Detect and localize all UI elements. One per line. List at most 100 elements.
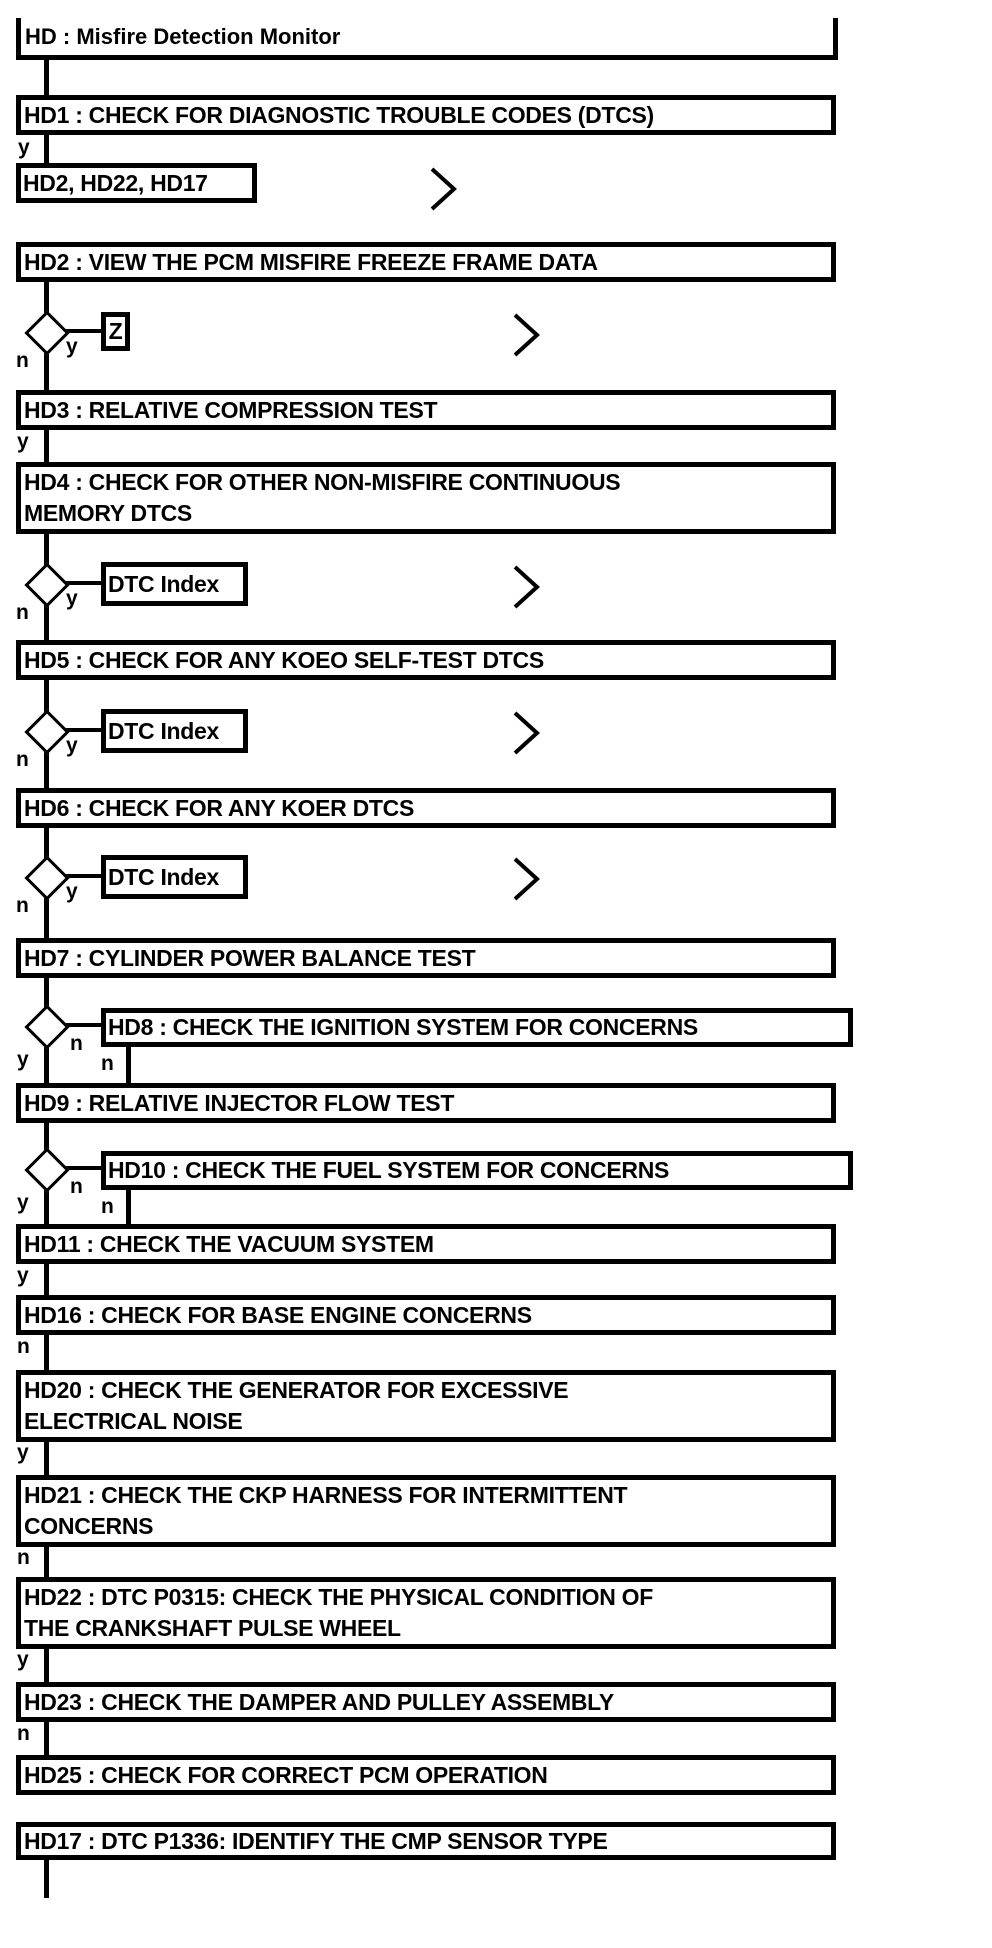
decision-diamond (24, 1147, 70, 1193)
yes-label: y (17, 1441, 29, 1464)
branch-line (60, 581, 104, 585)
yes-label: y (17, 1048, 29, 1071)
no-label: n (101, 1195, 114, 1218)
dtc-index-label: DTC Index (108, 570, 220, 597)
connector-line (44, 890, 49, 938)
no-label: n (101, 1052, 114, 1075)
branch-line (60, 728, 104, 732)
step-hd20-label: HD20 : CHECK THE GENERATOR FOR EXCESSIVE… (24, 1377, 569, 1434)
no-label: n (16, 349, 29, 372)
step-hd3-box[interactable]: HD3 : RELATIVE COMPRESSION TEST (16, 390, 836, 430)
decision-diamond (24, 310, 70, 356)
yes-label: y (17, 1264, 29, 1287)
branch-line (60, 1023, 104, 1027)
step-hd16-label: HD16 : CHECK FOR BASE ENGINE CONCERNS (24, 1301, 532, 1328)
connector-line (44, 976, 49, 1013)
connector-line (126, 1188, 131, 1224)
connector-line (44, 428, 49, 462)
connector-line (44, 1720, 49, 1755)
step-hd16-box[interactable]: HD16 : CHECK FOR BASE ENGINE CONCERNS (16, 1295, 836, 1335)
connector-line (44, 744, 49, 788)
connector-line (44, 1858, 49, 1898)
yes-label: y (66, 335, 78, 358)
dtc-index-link-box[interactable]: DTC Index (101, 709, 248, 753)
yes-label: y (18, 136, 30, 159)
step-hd17-label: HD17 : DTC P1336: IDENTIFY THE CMP SENSO… (24, 1827, 608, 1854)
step-hd5-box[interactable]: HD5 : CHECK FOR ANY KOEO SELF-TEST DTCS (16, 640, 836, 680)
step-hd25-label: HD25 : CHECK FOR CORRECT PCM OPERATION (24, 1761, 548, 1788)
step-hd11-box[interactable]: HD11 : CHECK THE VACUUM SYSTEM (16, 1224, 836, 1264)
step-hd2-box[interactable]: HD2 : VIEW THE PCM MISFIRE FREEZE FRAME … (16, 242, 836, 282)
no-label: n (17, 1546, 30, 1569)
connector-line (44, 345, 49, 390)
step-hd6-box[interactable]: HD6 : CHECK FOR ANY KOER DTCS (16, 788, 836, 828)
branch-line (60, 874, 104, 878)
chevron-expand-icon[interactable] (512, 564, 540, 610)
flowchart-title: HD : Misfire Detection Monitor (16, 18, 838, 60)
chevron-expand-icon[interactable] (512, 856, 540, 902)
connector-line (44, 1262, 49, 1295)
decision-diamond (24, 562, 70, 608)
dtc-index-link-box[interactable]: DTC Index (101, 562, 248, 606)
step-hd3-label: HD3 : RELATIVE COMPRESSION TEST (24, 396, 438, 423)
step-hd5-label: HD5 : CHECK FOR ANY KOEO SELF-TEST DTCS (24, 646, 544, 673)
chevron-expand-icon[interactable] (512, 710, 540, 756)
step-hd9-box[interactable]: HD9 : RELATIVE INJECTOR FLOW TEST (16, 1083, 836, 1123)
jump-links-box[interactable]: HD2, HD22, HD17 (16, 163, 257, 203)
chevron-expand-icon[interactable] (429, 166, 457, 212)
step-hd17-box[interactable]: HD17 : DTC P1336: IDENTIFY THE CMP SENSO… (16, 1822, 836, 1860)
step-hd23-box[interactable]: HD23 : CHECK THE DAMPER AND PULLEY ASSEM… (16, 1682, 836, 1722)
connector-line (44, 1441, 49, 1475)
connector-line (44, 1121, 49, 1156)
step-hd4-label: HD4 : CHECK FOR OTHER NON-MISFIRE CONTIN… (24, 469, 621, 526)
step-hd21-label: HD21 : CHECK THE CKP HARNESS FOR INTERMI… (24, 1482, 628, 1539)
step-hd2-label: HD2 : VIEW THE PCM MISFIRE FREEZE FRAME … (24, 248, 598, 275)
no-label: n (16, 601, 29, 624)
connector-line (44, 133, 49, 163)
step-hd7-box[interactable]: HD7 : CYLINDER POWER BALANCE TEST (16, 938, 836, 978)
yes-label: y (17, 1648, 29, 1671)
connector-line (44, 1648, 49, 1682)
step-hd11-label: HD11 : CHECK THE VACUUM SYSTEM (24, 1230, 434, 1257)
connector-line (44, 60, 49, 95)
connector-line (44, 678, 49, 718)
connector-line (126, 1044, 131, 1083)
step-hd20-box[interactable]: HD20 : CHECK THE GENERATOR FOR EXCESSIVE… (16, 1370, 836, 1442)
step-hd6-label: HD6 : CHECK FOR ANY KOER DTCS (24, 794, 414, 821)
no-label: n (17, 1335, 30, 1358)
zoom-link-label: Z (108, 318, 123, 344)
yes-label: y (66, 587, 78, 610)
branch-line (60, 1166, 104, 1170)
decision-diamond (24, 1004, 70, 1050)
step-hd4-box[interactable]: HD4 : CHECK FOR OTHER NON-MISFIRE CONTIN… (16, 462, 836, 534)
yes-label: y (66, 734, 78, 757)
decision-diamond (24, 855, 70, 901)
connector-line (44, 826, 49, 864)
step-hd21-box[interactable]: HD21 : CHECK THE CKP HARNESS FOR INTERMI… (16, 1475, 836, 1547)
step-hd10-box[interactable]: HD10 : CHECK THE FUEL SYSTEM FOR CONCERN… (101, 1151, 853, 1190)
connector-line (44, 1546, 49, 1577)
step-hd9-label: HD9 : RELATIVE INJECTOR FLOW TEST (24, 1089, 455, 1116)
step-hd23-label: HD23 : CHECK THE DAMPER AND PULLEY ASSEM… (24, 1688, 614, 1715)
step-hd1-box[interactable]: HD1 : CHECK FOR DIAGNOSTIC TROUBLE CODES… (16, 95, 836, 135)
dtc-index-label: DTC Index (108, 863, 220, 890)
no-label: n (16, 894, 29, 917)
step-hd8-box[interactable]: HD8 : CHECK THE IGNITION SYSTEM FOR CONC… (101, 1008, 853, 1047)
connector-line (44, 1039, 49, 1083)
decision-diamond (24, 709, 70, 755)
step-hd8-label: HD8 : CHECK THE IGNITION SYSTEM FOR CONC… (108, 1014, 698, 1040)
step-hd7-label: HD7 : CYLINDER POWER BALANCE TEST (24, 944, 476, 971)
connector-line (44, 597, 49, 640)
jump-links-label: HD2, HD22, HD17 (23, 169, 208, 196)
step-hd25-box[interactable]: HD25 : CHECK FOR CORRECT PCM OPERATION (16, 1755, 836, 1795)
step-hd22-box[interactable]: HD22 : DTC P0315: CHECK THE PHYSICAL CON… (16, 1577, 836, 1649)
dtc-index-link-box[interactable]: DTC Index (101, 855, 248, 899)
yes-label: y (17, 430, 29, 453)
branch-line (60, 329, 104, 333)
chevron-expand-icon[interactable] (512, 312, 540, 358)
yes-label: y (66, 880, 78, 903)
flowchart-title-text: HD : Misfire Detection Monitor (25, 23, 341, 49)
zoom-link-box[interactable]: Z (101, 312, 130, 351)
connector-line (44, 1182, 49, 1224)
